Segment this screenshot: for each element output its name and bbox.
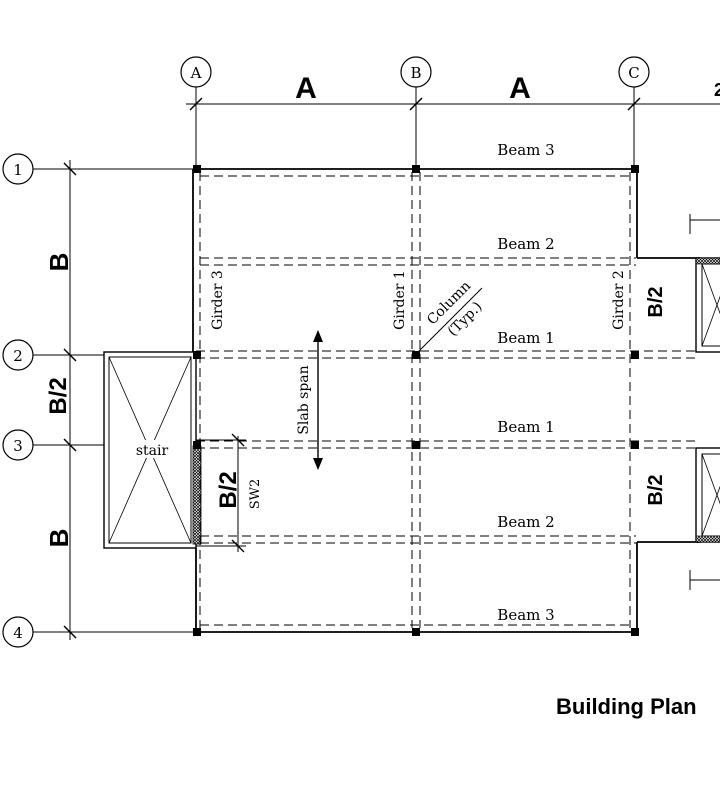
svg-text:B: B <box>410 64 421 82</box>
beams <box>196 175 700 626</box>
dim-left-b2: B/2 <box>45 377 72 414</box>
girder-1-label: Girder 1 <box>392 270 408 330</box>
beam-1-top-label: Beam 1 <box>497 329 554 347</box>
columns <box>193 165 639 636</box>
stair-label: stair <box>136 443 169 459</box>
girders <box>199 172 631 628</box>
girder-2-label: Girder 2 <box>611 270 627 330</box>
beam-2-bottom-label: Beam 2 <box>497 513 554 531</box>
right-hatch-upper <box>695 257 720 265</box>
right-hatch-lower <box>695 535 720 543</box>
girder-3-label: Girder 3 <box>210 270 226 330</box>
svg-text:4: 4 <box>13 624 23 642</box>
page-title: Building Plan <box>556 694 697 719</box>
dim-span-a-1: A <box>295 72 317 105</box>
left-dimension-line <box>63 160 77 640</box>
beam-labels: Beam 3 Beam 2 Beam 1 Beam 1 Beam 2 Beam … <box>497 141 554 624</box>
beam-3-bottom-label: Beam 3 <box>497 606 554 624</box>
dim-right-b2-top: B/2 <box>645 286 667 317</box>
dim-right-b2-bottom: B/2 <box>645 474 667 505</box>
dim-left-b-top: B <box>44 253 74 272</box>
beam-3-top-label: Beam 3 <box>497 141 554 159</box>
grid-bubble-4: 4 <box>2 616 34 648</box>
dim-left-b-bottom: B <box>44 529 74 548</box>
beam-2-top-label: Beam 2 <box>497 235 554 253</box>
grid-bubble-b: B <box>400 56 432 88</box>
grid-bubble-3: 3 <box>2 429 34 461</box>
slab-span-label: Slab span <box>296 365 312 434</box>
sw2-dimension-line <box>196 433 246 553</box>
grid-bubble-1: 1 <box>2 153 34 185</box>
svg-text:C: C <box>628 64 639 82</box>
svg-text:A: A <box>190 64 202 82</box>
grid-bubble-a: A <box>180 56 212 88</box>
column-grid-leaders <box>195 87 635 170</box>
sw2-label: SW2 <box>248 479 263 510</box>
row-grid-leaders <box>33 168 196 633</box>
dim-span-a-2: A <box>509 72 531 105</box>
building-outline <box>192 168 700 633</box>
svg-text:2: 2 <box>13 347 23 365</box>
top-dimension-line <box>186 97 720 111</box>
grid-bubble-2: 2 <box>2 339 34 371</box>
svg-text:1: 1 <box>13 161 23 179</box>
slab-span-arrow <box>313 330 323 470</box>
dim-stair-b2: B/2 <box>215 471 242 508</box>
stair-label-bg <box>142 440 176 458</box>
column-leader-line <box>417 287 483 353</box>
right-partial-stair-upper <box>689 214 720 353</box>
beam-1-bottom-label: Beam 1 <box>497 418 554 436</box>
svg-text:3: 3 <box>13 437 23 455</box>
grid-bubble-c: C <box>618 56 650 88</box>
right-partial-stair-lower <box>689 447 720 590</box>
partial-right-label: 2 <box>714 80 720 100</box>
